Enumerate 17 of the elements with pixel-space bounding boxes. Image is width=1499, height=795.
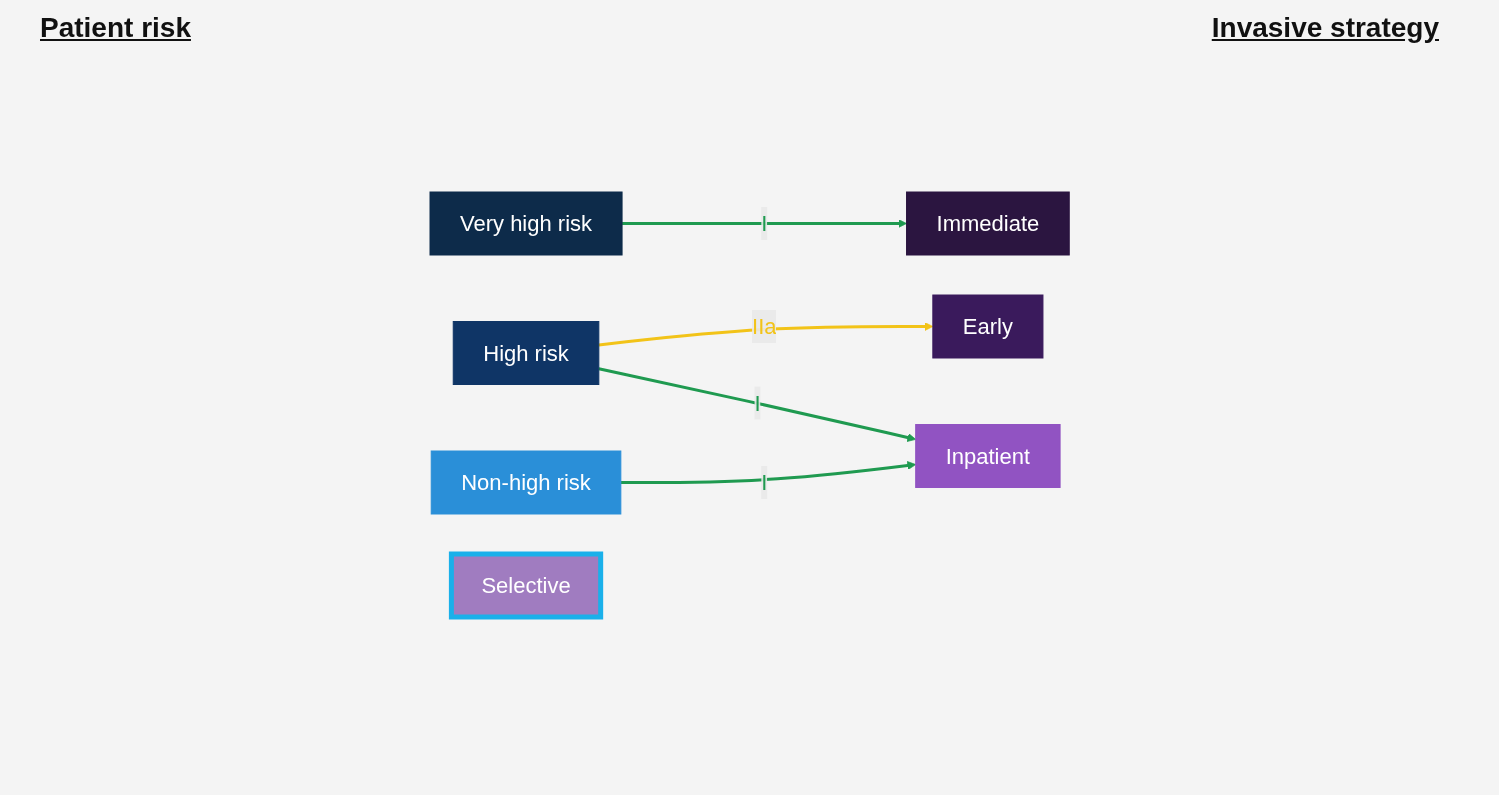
node-box: Early [932, 294, 1044, 358]
node-box: Selective [448, 551, 604, 619]
column-heading: Patient risk [40, 12, 191, 44]
node-box: Immediate [905, 191, 1070, 255]
node-box: Very high risk [429, 191, 623, 255]
node-box: Inpatient [915, 423, 1061, 488]
node-box: Non-high risk [430, 450, 622, 514]
edge-label: I [754, 390, 761, 416]
edge-label: I [761, 210, 768, 236]
arrow [598, 321, 934, 346]
arrow [598, 366, 916, 442]
column-heading: Invasive strategy [1211, 12, 1439, 44]
arrow [620, 460, 916, 484]
arrow [621, 218, 907, 228]
node-box: High risk [452, 320, 600, 385]
edge-label: I [761, 469, 768, 495]
edge-label: IIa [751, 313, 777, 339]
